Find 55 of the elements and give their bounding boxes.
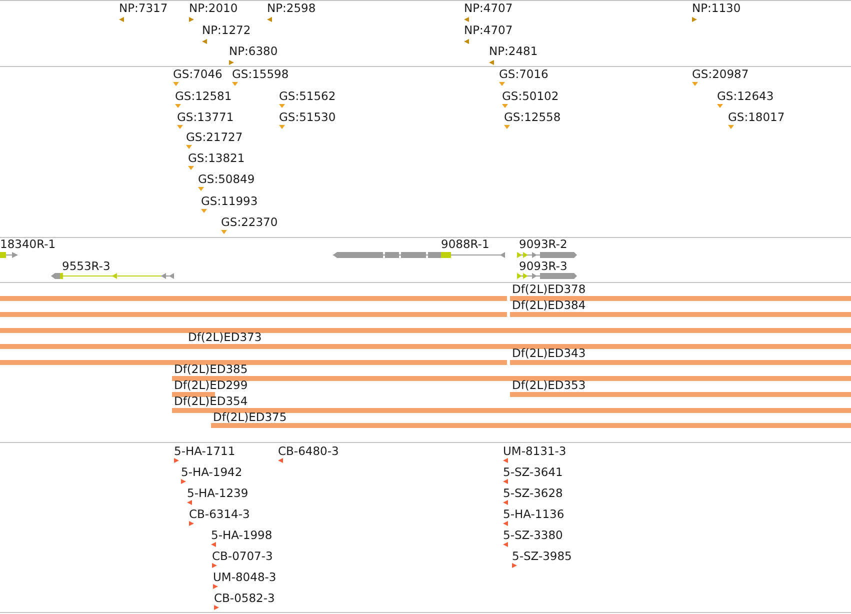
feature-label: NP:1130 [692, 2, 741, 14]
deletion-label: Df(2L)ED378 [512, 284, 586, 295]
deletion-label: Df(2L)ED375 [213, 412, 287, 422]
deletion-label: Df(2L)ED354 [174, 396, 248, 407]
feature-label: NP:2010 [189, 2, 238, 14]
feature-label: GS:13821 [188, 152, 245, 164]
feature-label: GS:21727 [186, 132, 243, 142]
feature-label: GS:22370 [221, 216, 278, 228]
gene-label: 9553R-3 [62, 260, 110, 272]
deletion-label: Df(2L)ED353 [512, 380, 586, 391]
feature-label: GS:51562 [279, 90, 336, 102]
feature-label: NP:4707 [464, 24, 513, 36]
feature-label: GS:15598 [232, 68, 289, 80]
feature-label: GS:20987 [692, 68, 749, 80]
feature-label: CB-6480-3 [278, 446, 339, 456]
feature-label: GS:11993 [201, 196, 258, 206]
feature-label: NP:4707 [464, 2, 513, 14]
feature-label: CB-0582-3 [214, 592, 275, 604]
feature-label: 5-HA-1711 [174, 446, 236, 456]
feature-label: GS:50102 [502, 90, 559, 102]
feature-label: NP:6380 [229, 46, 278, 56]
feature-label: NP:1272 [202, 24, 251, 36]
gene-label: 9093R-2 [519, 238, 568, 250]
feature-label: NP:2598 [267, 2, 316, 14]
gene-label: 18340R-1 [0, 238, 56, 250]
feature-label: GS:12643 [717, 90, 774, 102]
feature-label: 5-SZ-3380 [503, 530, 563, 540]
deletion-label: Df(2L)ED385 [174, 364, 248, 375]
feature-label: GS:50849 [198, 174, 255, 184]
feature-label: GS:7016 [499, 68, 548, 80]
feature-label: 5-HA-1239 [187, 488, 248, 498]
feature-label: 5-HA-1998 [211, 530, 272, 540]
feature-label: CB-6314-3 [189, 508, 250, 520]
feature-label: NP:2481 [489, 46, 538, 56]
feature-label: 5-SZ-3628 [503, 488, 563, 498]
feature-label: CB-0707-3 [212, 550, 273, 562]
feature-label: UM-8048-3 [213, 572, 276, 582]
deletion-label: Df(2L)ED343 [512, 348, 586, 359]
feature-label: 5-HA-1942 [181, 466, 242, 478]
feature-label: GS:12558 [504, 112, 561, 122]
deletion-label: Df(2L)ED373 [188, 332, 262, 343]
gene-label: 9093R-3 [519, 260, 568, 272]
deletion-label: Df(2L)ED299 [174, 380, 248, 391]
feature-label: 5-HA-1136 [503, 508, 564, 520]
gene-label: 9088R-1 [441, 238, 490, 250]
feature-label: 5-SZ-3641 [503, 466, 563, 478]
feature-label: NP:7317 [119, 2, 168, 14]
feature-label: GS:18017 [728, 112, 785, 122]
feature-label: GS:7046 [173, 68, 222, 80]
feature-label: GS:13771 [177, 112, 234, 122]
feature-label: GS:12581 [175, 90, 232, 102]
feature-label: GS:51530 [279, 112, 336, 122]
feature-label: 5-SZ-3985 [512, 550, 572, 562]
deletion-label: Df(2L)ED384 [512, 300, 586, 311]
feature-label: UM-8131-3 [503, 446, 566, 456]
